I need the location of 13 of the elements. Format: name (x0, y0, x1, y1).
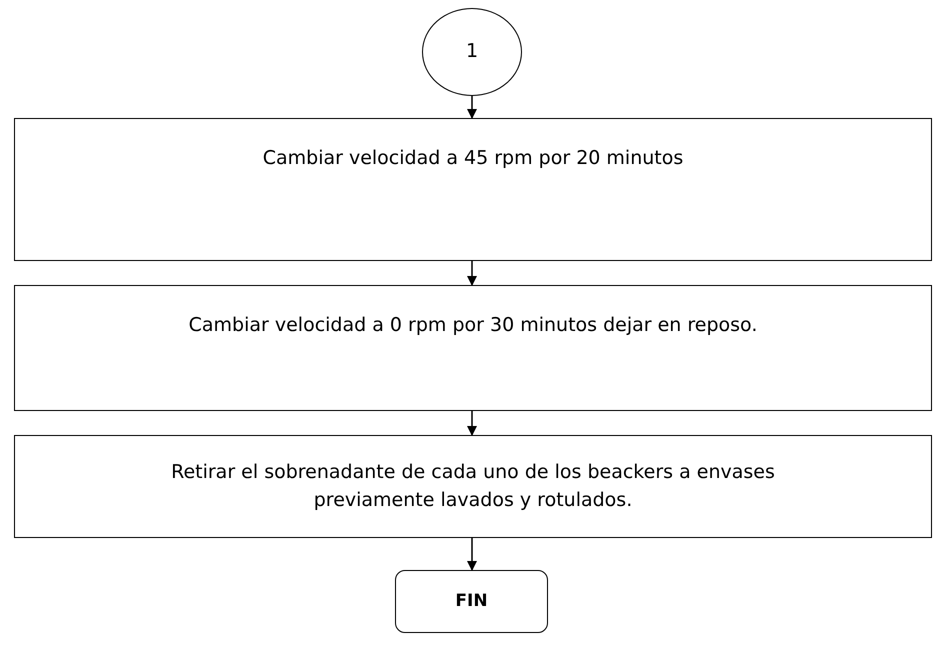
process-box (14, 435, 932, 538)
node-text: Retirar el sobrenadante de cada uno de los beackers a envases previamente lavados y rotulados. (170, 460, 776, 512)
node-text: FIN (455, 590, 488, 614)
arrow (467, 261, 477, 286)
node-text: 1 (466, 39, 478, 64)
arrow (467, 96, 477, 119)
terminal-box (395, 570, 548, 633)
node-text: Cambiar velocidad a 45 rpm por 20 minutos (262, 146, 684, 171)
arrow (467, 538, 477, 571)
process-box (14, 118, 932, 261)
process-box (14, 285, 932, 411)
arrow (467, 411, 477, 436)
node-text: Cambiar velocidad a 0 rpm por 30 minutos dejar en reposo. (188, 313, 758, 338)
